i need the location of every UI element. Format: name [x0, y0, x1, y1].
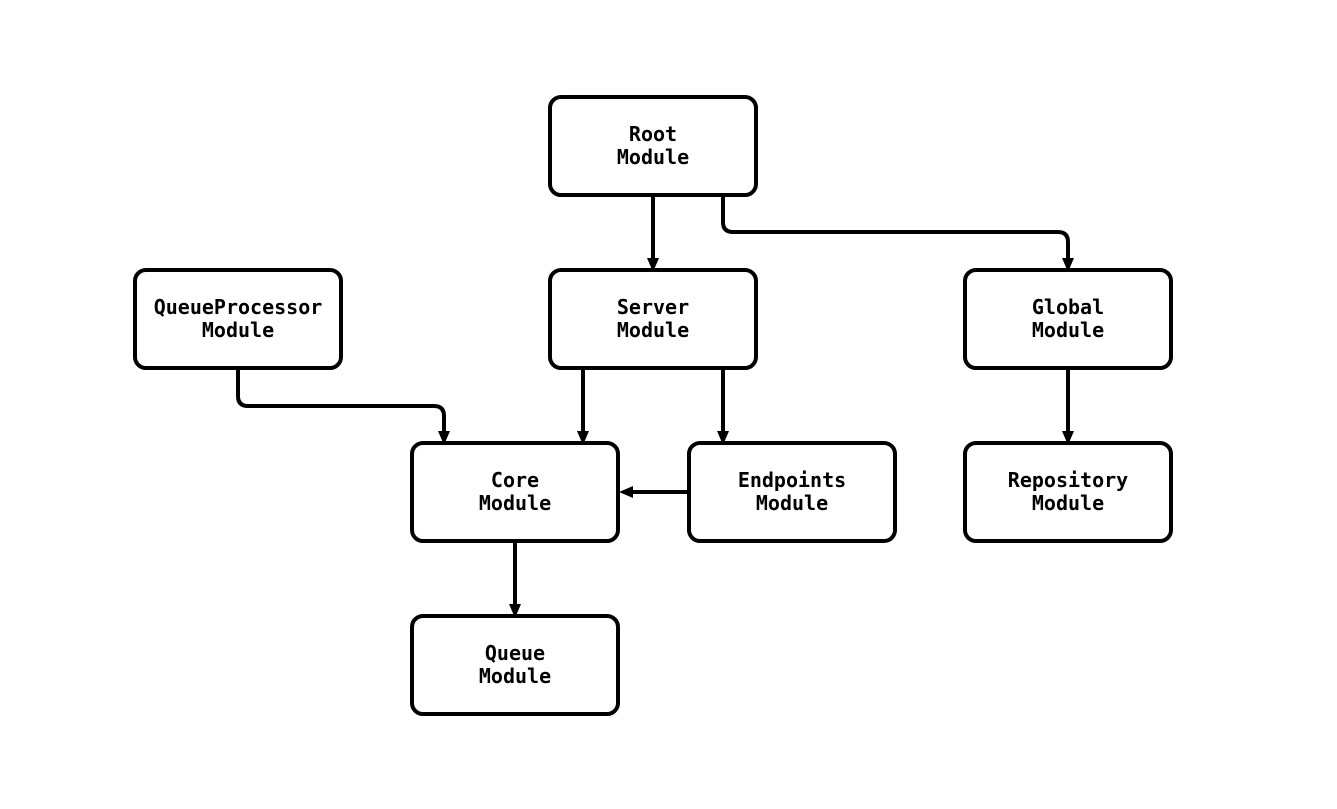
- edge-queueprocessor-to-core: [236, 370, 450, 445]
- node-label-primary: Global: [1031, 295, 1105, 319]
- node-label-secondary: Module: [478, 664, 552, 688]
- edges-group: [236, 197, 1074, 618]
- node-label-secondary: Module: [1031, 491, 1105, 515]
- node-label-secondary: Module: [478, 491, 552, 515]
- node-label-primary: Server: [616, 295, 690, 319]
- node-label-secondary: Module: [201, 318, 275, 342]
- node-label-secondary: Module: [616, 318, 690, 342]
- node-label-secondary: Module: [1031, 318, 1105, 342]
- node-label-primary: Root: [628, 122, 678, 146]
- edge-root-to-global: [721, 197, 1074, 272]
- node-label-primary: QueueProcessor: [153, 295, 323, 319]
- node-label-secondary: Module: [616, 145, 690, 169]
- node-label-primary: Repository: [1007, 468, 1129, 492]
- node-label-primary: Core: [490, 468, 540, 492]
- node-label-primary: Queue: [484, 641, 546, 665]
- node-label-primary: Endpoints: [737, 468, 847, 492]
- node-label-secondary: Module: [755, 491, 829, 515]
